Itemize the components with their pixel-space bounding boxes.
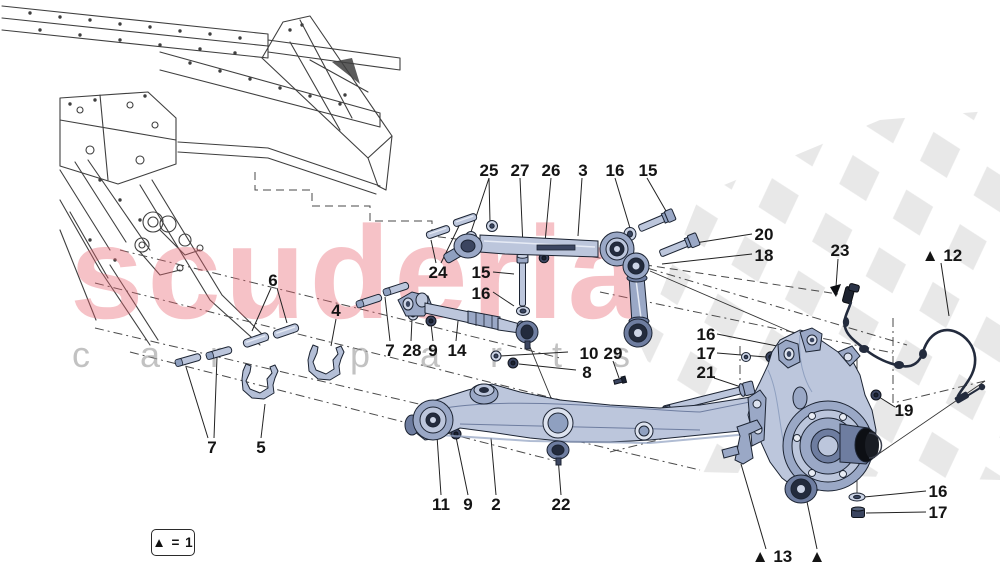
callout-14: 14 (448, 341, 467, 360)
callout-23: 23 (831, 241, 850, 260)
callout-3: 3 (578, 161, 587, 180)
callout-13: ▲ 13 (752, 547, 792, 566)
legend-text: ▲ = 1 (152, 535, 194, 550)
callout-15: 15 (472, 263, 491, 282)
checkered-flag-watermark (640, 110, 1000, 480)
callout-17: 17 (929, 503, 948, 522)
callout-24: 24 (429, 263, 448, 282)
callout-6: 6 (268, 271, 277, 290)
callout-28: 28 (403, 341, 422, 360)
callout-25: 25 (480, 161, 499, 180)
callout-19: 19 (895, 401, 914, 420)
callout-10: 10 (580, 344, 599, 363)
callout-21: 21 (697, 363, 716, 382)
leader-lines (185, 177, 950, 550)
callout-20: 20 (755, 225, 774, 244)
part-mudguard-bracket (721, 419, 763, 465)
callout-16: 16 (606, 161, 625, 180)
part-retaining-brackets (241, 344, 345, 400)
watermark-brand-text: scuderia (70, 199, 645, 346)
callout-27: 27 (511, 161, 530, 180)
part-abs-sensor-cable (830, 283, 986, 404)
callout-triangle: ▲ (809, 547, 826, 566)
callout-16: 16 (472, 284, 491, 303)
part-wheel-knuckle-hub (747, 327, 883, 504)
callout-18: 18 (755, 246, 774, 265)
part-spacer-pins (242, 213, 478, 348)
callout-7: 7 (207, 438, 216, 457)
callout-9: 9 (428, 341, 437, 360)
watermark-tagline-word2: parts (350, 334, 680, 375)
part-toe-link (622, 252, 653, 348)
callout-22: 22 (552, 495, 571, 514)
bolt-15-vertical (516, 253, 529, 307)
watermark-tagline-word1: car (72, 334, 272, 375)
callout-16: 16 (929, 482, 948, 501)
part-upper-control-arm (443, 231, 635, 267)
callout-15: 15 (639, 161, 658, 180)
chassis-frame-drawing (1, 5, 401, 346)
callout-2: 2 (491, 495, 500, 514)
callout-26: 26 (542, 161, 561, 180)
callout-11: 11 (432, 495, 450, 514)
callout-5: 5 (256, 438, 265, 457)
legend-box: ▲ = 1 (151, 529, 195, 556)
callout-9: 9 (463, 495, 472, 514)
callout-4: 4 (331, 301, 341, 320)
callout-29: 29 (604, 344, 623, 363)
part-tie-rod (397, 291, 539, 350)
part-studs (174, 281, 410, 367)
watermark: scuderia car parts (70, 199, 680, 375)
callout-12: ▲ 12 (922, 246, 962, 265)
callout-7: 7 (385, 341, 394, 360)
callout-8: 8 (582, 363, 591, 382)
callout-16: 16 (697, 325, 716, 344)
callout-17: 17 (697, 344, 716, 363)
